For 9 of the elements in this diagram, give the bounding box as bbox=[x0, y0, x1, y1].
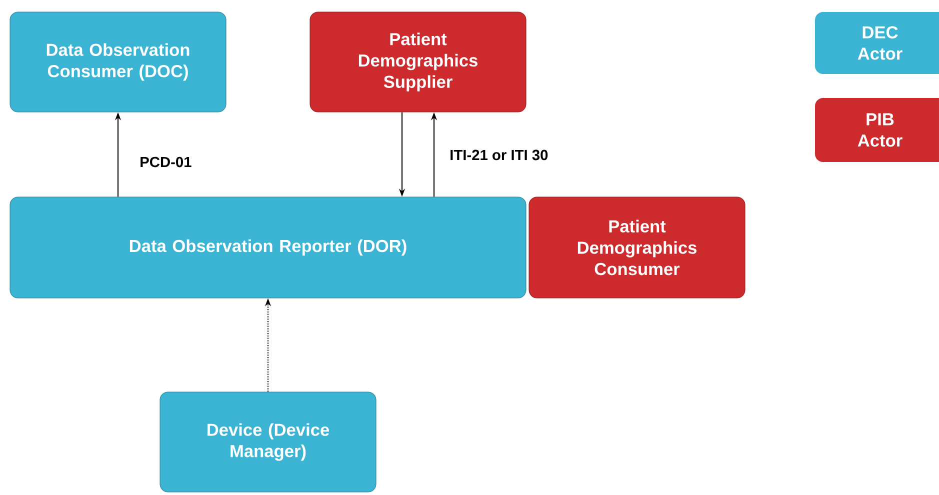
legend-label: DEC Actor bbox=[858, 26, 902, 60]
actor-box: Patient Demographics Consumer bbox=[528, 196, 746, 298]
actor-box: Device (Device Manager) bbox=[160, 392, 376, 492]
actor-box: Patient Demographics Supplier bbox=[310, 12, 526, 112]
actor-box: Data Observation Consumer (DOC) bbox=[10, 12, 226, 112]
actor-box: Data Observation Reporter (DOR) bbox=[10, 196, 526, 298]
legend-label: PIB Actor bbox=[858, 113, 902, 147]
edge-label: PCD-01 bbox=[140, 156, 192, 168]
edge-label: ITI-21 or ITI 30 bbox=[450, 150, 548, 160]
